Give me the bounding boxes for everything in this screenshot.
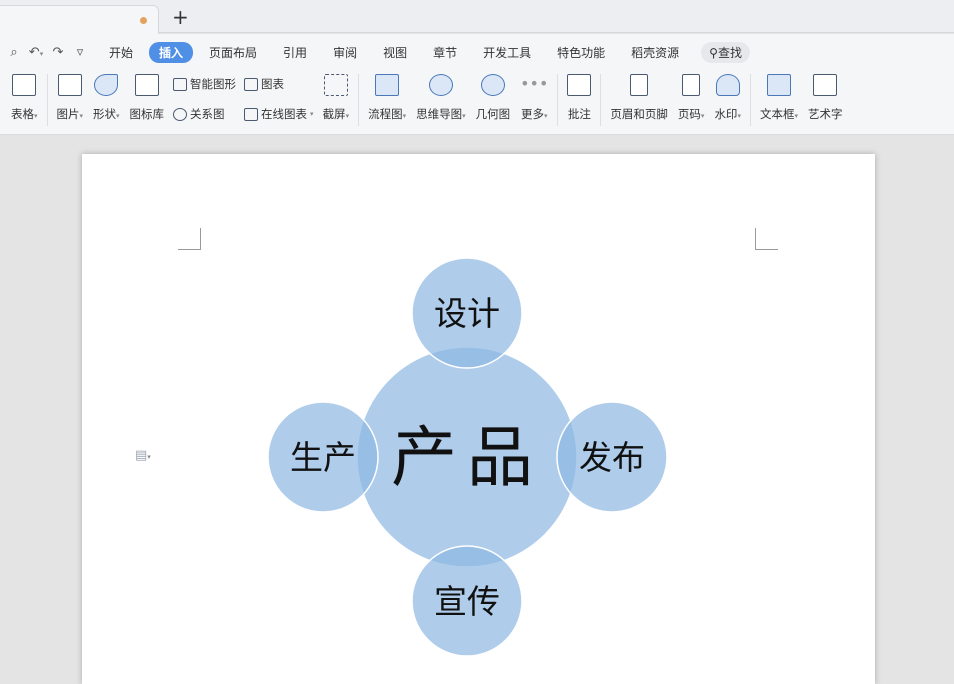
margin-corner-top-left (178, 228, 201, 250)
screenshot-icon (323, 74, 348, 96)
page-number-icon (682, 74, 701, 96)
relationship-diagram[interactable]: 产品 设计 生产 发布 宣传 (82, 154, 875, 684)
unsaved-dot-icon (140, 17, 147, 24)
more-button[interactable]: •••更多▾ (520, 74, 549, 121)
bottom-circle[interactable] (411, 545, 523, 657)
insert-toolbar: 表格▾ 图片▾ 形状▾ 图标库 智能图形 关系图 图表 在线图表▾ 截屏▾ 流程… (0, 70, 847, 130)
table-icon (12, 74, 37, 96)
tab-features[interactable]: 特色功能 (557, 45, 606, 60)
customize-icon[interactable]: ▿ (76, 44, 84, 60)
margin-corner-top-right (755, 228, 778, 250)
undo-icon[interactable]: ↶▾ (28, 44, 44, 60)
picture-button[interactable]: 图片▾ (52, 70, 89, 128)
comment-button[interactable]: 批注 (562, 70, 596, 128)
header-footer-button[interactable]: 页眉和页脚 (605, 70, 673, 128)
left-circle[interactable] (267, 401, 379, 513)
mindmap-button[interactable]: 思维导图▾ (411, 70, 471, 128)
document-page[interactable]: 产品 设计 生产 发布 宣传 (82, 154, 875, 684)
chart-button[interactable]: 图表 (244, 76, 314, 92)
screenshot-button[interactable]: 截屏▾ (318, 70, 355, 128)
tab-start[interactable]: 开始 (109, 45, 134, 60)
tab-bar: + (0, 0, 954, 34)
icon-library-icon (134, 74, 159, 96)
ribbon: ⌕ ↶▾ ↷ ▿ 开始 插入 页面布局 引用 审阅 视图 章节 开发工具 特色功… (0, 34, 954, 135)
tab-developer[interactable]: 开发工具 (483, 45, 532, 60)
right-label: 发布 (579, 438, 645, 477)
tab-section[interactable]: 章节 (433, 45, 458, 60)
chart-icon (244, 77, 259, 91)
top-circle[interactable] (411, 257, 523, 369)
online-chart-button[interactable]: 在线图表▾ (244, 106, 314, 122)
table-button[interactable]: 表格▾ (6, 70, 43, 128)
tab-references[interactable]: 引用 (283, 45, 308, 60)
flowchart-button[interactable]: 流程图▾ (363, 70, 411, 128)
tab-view[interactable]: 视图 (383, 45, 408, 60)
relation-diagram-button[interactable]: 关系图 (173, 106, 236, 122)
relation-icon (173, 107, 188, 121)
geometry-icon (480, 74, 505, 96)
picture-icon (57, 74, 82, 96)
more-icon: ••• (520, 74, 549, 93)
wordart-button[interactable]: 艺术字 (803, 70, 848, 128)
geometry-button[interactable]: 几何图 (471, 70, 516, 128)
tab-page-layout[interactable]: 页面布局 (209, 45, 258, 60)
comment-icon (567, 74, 592, 96)
tab-review[interactable]: 审阅 (333, 45, 358, 60)
search-icon: ⚲ (709, 45, 718, 60)
flowchart-icon (375, 74, 400, 96)
top-label: 设计 (434, 294, 500, 333)
textbox-button[interactable]: 文本框▾ (755, 70, 803, 128)
redo-icon[interactable]: ↷ (52, 44, 64, 60)
center-label: 产品 (391, 419, 543, 496)
wordart-icon (813, 74, 838, 96)
watermark-icon (715, 74, 740, 96)
shape-icon (94, 74, 119, 96)
paragraph-layout-icon[interactable]: ▤▾ (135, 448, 151, 463)
icon-library-button[interactable]: 图标库 (125, 70, 170, 128)
document-tab[interactable] (0, 5, 159, 34)
right-circle[interactable] (556, 401, 668, 513)
tab-docer[interactable]: 稻壳资源 (631, 45, 680, 60)
smart-art-button[interactable]: 智能图形 (173, 76, 236, 92)
shape-button[interactable]: 形状▾ (88, 70, 125, 128)
textbox-icon (766, 74, 791, 96)
new-tab-button[interactable]: + (172, 5, 189, 29)
print-preview-icon[interactable]: ⌕ (10, 44, 18, 60)
watermark-button[interactable]: 水印▾ (709, 70, 746, 128)
page-number-button[interactable]: 页码▾ (673, 70, 710, 128)
smart-art-icon (173, 77, 188, 91)
menu-bar: ⌕ ↶▾ ↷ ▿ 开始 插入 页面布局 引用 审阅 视图 章节 开发工具 特色功… (0, 40, 756, 64)
header-footer-icon (630, 74, 649, 96)
left-label: 生产 (290, 438, 356, 477)
online-chart-icon (244, 107, 259, 121)
bottom-label: 宣传 (434, 582, 500, 621)
mindmap-icon (428, 74, 453, 96)
search-button[interactable]: ⚲查找 (701, 41, 750, 63)
tab-insert[interactable]: 插入 (149, 41, 194, 63)
